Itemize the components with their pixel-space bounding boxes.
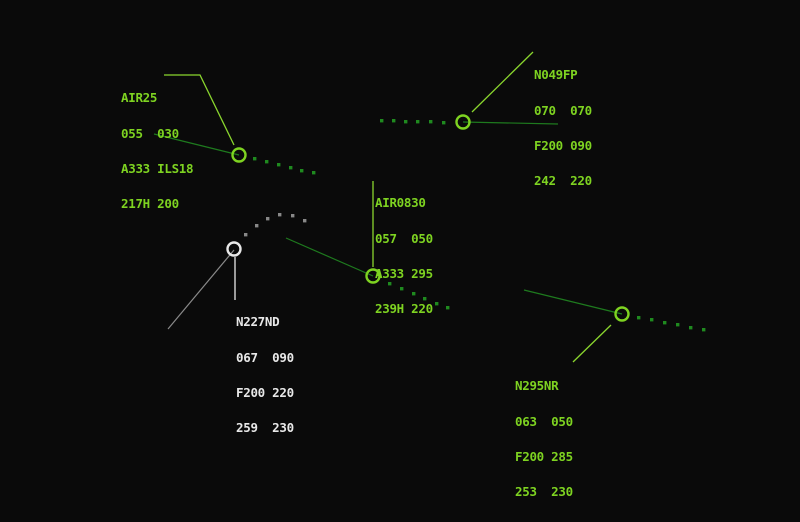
history-dot bbox=[416, 120, 420, 124]
callsign: N227ND bbox=[236, 314, 280, 330]
datablock-n295nr[interactable]: N295NR 063 050 F200 285 253 230 bbox=[515, 357, 573, 521]
history-dot bbox=[291, 214, 295, 218]
velocity-vector bbox=[167, 249, 235, 330]
aircraft-target[interactable] bbox=[226, 241, 242, 257]
datablock-air0830[interactable]: AIR0830 057 050 A333 295 239H 220 bbox=[375, 174, 433, 338]
aircraft-target[interactable] bbox=[231, 147, 247, 163]
history-dot bbox=[702, 328, 706, 332]
history-dot bbox=[303, 219, 307, 223]
aircraft-target[interactable] bbox=[365, 268, 381, 284]
datablock-n049fp[interactable]: N049FP 070 070 F200 090 242 220 bbox=[534, 46, 592, 210]
track-air0830 bbox=[285, 181, 450, 310]
aircraft-target[interactable] bbox=[455, 114, 471, 130]
datablock-line-3: F200 220 bbox=[236, 384, 294, 400]
radar-scope: AIR25 055 030 A333 ILS18 217H 200 N049FP… bbox=[121, 46, 706, 498]
history-dot bbox=[676, 323, 680, 327]
callsign: AIR25 bbox=[121, 90, 158, 106]
history-trail bbox=[380, 119, 446, 125]
history-dot bbox=[300, 169, 304, 173]
datablock-line-3: F200 090 bbox=[534, 137, 592, 153]
history-dot bbox=[637, 316, 641, 320]
callsign: AIR0830 bbox=[375, 195, 426, 211]
aircraft-target[interactable] bbox=[614, 306, 630, 322]
track-air25 bbox=[153, 74, 316, 175]
track-n227nd bbox=[167, 213, 307, 330]
history-trail bbox=[244, 213, 307, 237]
track-n049fp bbox=[380, 51, 559, 130]
history-dot bbox=[442, 121, 446, 125]
leader-line bbox=[572, 324, 612, 363]
datablock-line-3: F200 285 bbox=[515, 448, 573, 464]
history-dot bbox=[412, 292, 416, 296]
velocity-vector bbox=[462, 121, 559, 125]
datablock-line-2: 070 070 bbox=[534, 102, 592, 118]
history-dot bbox=[423, 297, 427, 301]
history-dot bbox=[429, 120, 433, 124]
history-dot bbox=[689, 326, 693, 330]
datablock-line-2: 055 030 bbox=[121, 125, 179, 141]
history-dot bbox=[392, 119, 396, 123]
datablock-n227nd[interactable]: N227ND 067 090 F200 220 259 230 bbox=[236, 293, 294, 457]
datablock-line-4: 259 230 bbox=[236, 419, 294, 435]
history-dot bbox=[253, 157, 257, 161]
datablock-line-4: 242 220 bbox=[534, 172, 592, 188]
datablock-line-4: 253 230 bbox=[515, 483, 573, 499]
history-dot bbox=[663, 321, 667, 325]
velocity-vector bbox=[523, 289, 623, 315]
history-dot bbox=[244, 233, 248, 237]
history-dot bbox=[388, 282, 392, 286]
history-dot bbox=[265, 160, 269, 164]
history-dot bbox=[380, 119, 384, 123]
history-trail bbox=[637, 316, 706, 332]
datablock-line-2: 063 050 bbox=[515, 413, 573, 429]
history-dot bbox=[278, 213, 282, 217]
callsign: N295NR bbox=[515, 378, 559, 394]
datablock-line-3: A333 ILS18 bbox=[121, 160, 194, 176]
history-trail bbox=[388, 282, 450, 310]
history-dot bbox=[435, 302, 439, 306]
history-dot bbox=[400, 287, 404, 291]
leader-line bbox=[471, 51, 534, 113]
history-dot bbox=[312, 171, 316, 175]
history-dot bbox=[255, 224, 259, 228]
velocity-vector bbox=[153, 133, 240, 156]
history-dot bbox=[289, 166, 293, 170]
history-dot bbox=[650, 318, 654, 322]
history-dot bbox=[404, 120, 408, 124]
history-trail bbox=[253, 157, 316, 175]
datablock-line-2: 057 050 bbox=[375, 230, 433, 246]
track-n295nr bbox=[523, 289, 706, 363]
leader-line bbox=[164, 74, 235, 146]
datablock-line-2: 067 090 bbox=[236, 349, 294, 365]
history-dot bbox=[277, 163, 281, 167]
history-dot bbox=[446, 306, 450, 310]
datablock-line-4: 239H 220 bbox=[375, 300, 433, 316]
datablock-line-4: 217H 200 bbox=[121, 195, 179, 211]
history-dot bbox=[266, 217, 270, 221]
datablock-line-3: A333 295 bbox=[375, 265, 433, 281]
callsign: N049FP bbox=[534, 67, 578, 83]
velocity-vector bbox=[285, 237, 374, 277]
radar-graphics bbox=[153, 51, 706, 363]
datablock-air25[interactable]: AIR25 055 030 A333 ILS18 217H 200 bbox=[121, 69, 194, 233]
